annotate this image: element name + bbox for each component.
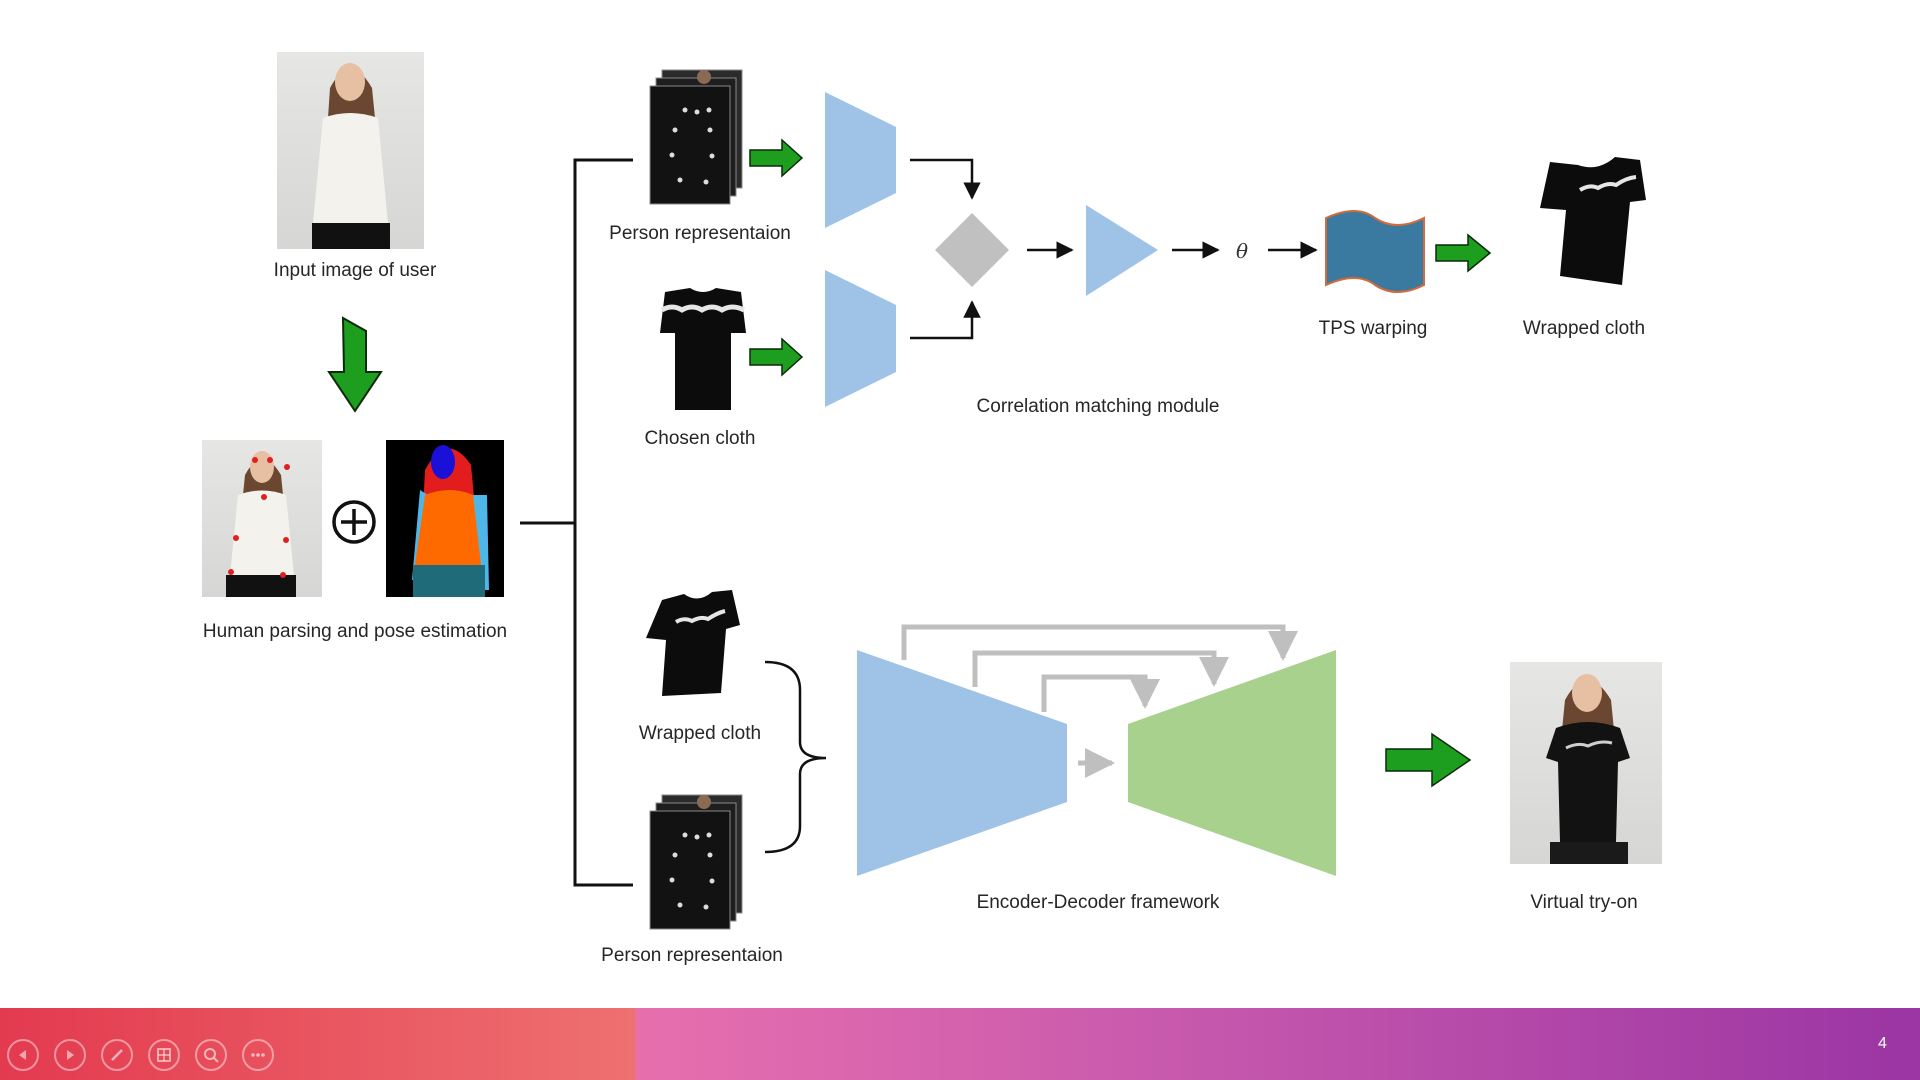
more-icon [251, 1053, 265, 1057]
curly-brace [764, 660, 827, 854]
regression-network [1086, 205, 1158, 296]
previous-icon [19, 1050, 26, 1060]
input-user-photo [277, 52, 424, 249]
slideshow-footer [0, 1008, 1920, 1080]
wrapped-cloth-bottom-image [646, 590, 740, 696]
correlation-label: Correlation matching module [977, 396, 1220, 417]
theta-symbol: θ [1236, 239, 1248, 263]
slide-number: 4 [1878, 1035, 1887, 1052]
next-slide-button[interactable] [54, 1039, 86, 1071]
person-representation-top [649, 69, 743, 205]
encoder-decoder-label: Encoder-Decoder framework [977, 892, 1220, 913]
next-icon [67, 1050, 74, 1060]
green-arrow-icon [749, 138, 804, 178]
zoom-button[interactable] [195, 1039, 227, 1071]
more-options-button[interactable] [242, 1039, 274, 1071]
branch-connector [520, 158, 633, 887]
tps-label: TPS warping [1319, 318, 1428, 339]
chosen-cloth-image [660, 288, 746, 410]
green-arrow-icon [1385, 732, 1472, 788]
tps-warp-shape [1325, 210, 1425, 293]
down-arrow-icon [327, 316, 383, 413]
parsing-label: Human parsing and pose estimation [203, 621, 507, 642]
green-arrow-icon [749, 337, 804, 377]
pen-tool-button[interactable] [101, 1039, 133, 1071]
zoom-icon [204, 1048, 219, 1063]
encoder-block [857, 650, 1067, 876]
pipeline-diagram: Input image of user Human parsing and po… [202, 52, 1662, 966]
slides-icon [157, 1048, 171, 1062]
input-image-label: Input image of user [274, 260, 437, 281]
pen-icon [111, 1049, 123, 1061]
see-all-slides-button[interactable] [148, 1039, 180, 1071]
pose-estimation-photo [202, 440, 322, 597]
person-representation-bottom [649, 794, 743, 930]
correlation-diamond [935, 213, 1009, 287]
person-rep-bottom-label: Person representaion [601, 945, 783, 966]
virtual-tryon-photo [1510, 662, 1662, 864]
decoder-block [1128, 650, 1336, 876]
virtual-tryon-label: Virtual try-on [1530, 892, 1637, 913]
connector-line [910, 300, 981, 340]
skip-connections [901, 624, 1298, 712]
wrapped-cloth-bottom-label: Wrapped cloth [639, 723, 761, 744]
segmentation-map [386, 440, 504, 597]
person-feature-encoder [825, 92, 896, 228]
green-arrow-icon [1435, 233, 1492, 273]
connector-line [910, 158, 981, 200]
wrapped-cloth-top-image [1540, 157, 1646, 285]
cloth-feature-encoder [825, 270, 896, 407]
chosen-cloth-label: Chosen cloth [645, 428, 756, 449]
previous-slide-button[interactable] [7, 1039, 39, 1071]
wrapped-cloth-top-label: Wrapped cloth [1523, 318, 1645, 339]
person-rep-top-label: Person representaion [609, 223, 791, 244]
plus-circle-icon [332, 500, 376, 544]
